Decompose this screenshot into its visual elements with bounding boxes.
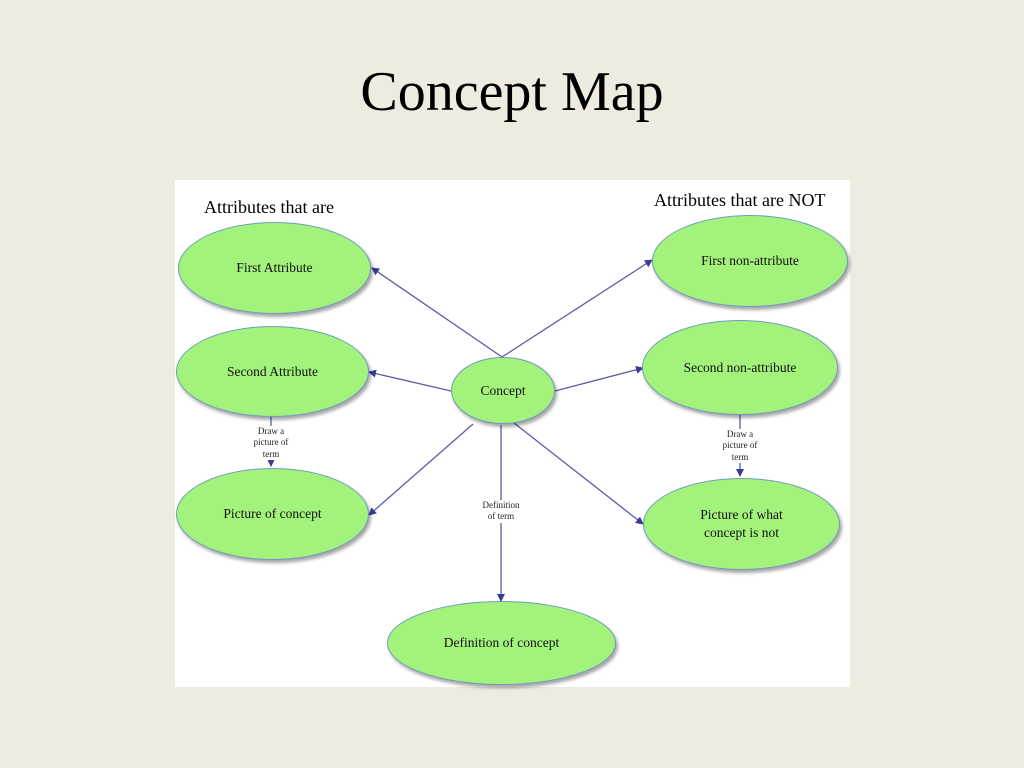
edge-concept-to-second-non-attribute [554,365,644,392]
node-picture-of-concept: Picture of concept [176,468,369,560]
node-picture-of-concept-label: Picture of concept [223,506,322,522]
concept-map-panel: Attributes that are Attributes that are … [175,180,850,687]
heading-attributes-that-are: Attributes that are [204,197,334,217]
node-picture-of-what-not-label: Picture of what concept is not [700,507,783,540]
node-definition-of-concept-label: Definition of concept [443,635,560,651]
slide-title: Concept Map [360,61,664,123]
node-first-non-attribute: First non-attribute [652,215,848,307]
node-picture-of-what-not: Picture of what concept is not [643,478,840,570]
node-first-non-attribute-label: First non-attribute [701,253,799,269]
node-second-non-attribute: Second non-attribute [642,320,838,415]
edge-concept-to-picture-not [513,422,644,525]
node-first-attribute: First Attribute [178,222,371,314]
edge-concept-to-first-attribute [371,267,503,358]
node-concept: Concept [451,357,555,424]
edges-layer [267,259,744,602]
node-first-attribute-label: First Attribute [236,260,313,276]
heading-attributes-that-are-not: Attributes that are NOT [654,190,826,210]
node-concept-label: Concept [480,382,526,398]
node-definition-of-concept: Definition of concept [387,601,616,685]
edge-concept-to-first-non-attribute [501,259,653,358]
node-second-attribute-label: Second Attribute [226,363,319,379]
edge-label-draw-picture-left: Draw a picture of term [247,426,295,460]
edge-label-definition-of-term: Definition of term [476,500,526,523]
node-second-non-attribute-label: Second non-attribute [683,359,797,375]
edge-concept-to-picture [368,423,474,516]
edge-label-draw-picture-right: Draw a picture of term [716,429,764,463]
edge-concept-to-second-attribute [368,369,452,392]
node-second-attribute: Second Attribute [176,326,369,417]
